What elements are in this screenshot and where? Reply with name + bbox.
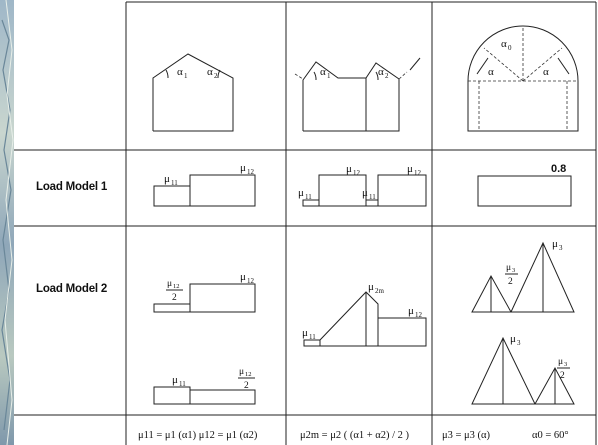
svg-text:2: 2 — [560, 371, 565, 381]
svg-text:11: 11 — [309, 333, 316, 341]
svg-text:2: 2 — [508, 277, 513, 287]
svg-text:1: 1 — [184, 72, 188, 80]
alpha0-label: α — [501, 38, 507, 50]
alpha1-label: α — [177, 66, 183, 78]
svg-text:12: 12 — [353, 169, 361, 177]
svg-text:μ: μ — [558, 357, 563, 367]
svg-text:μ: μ — [346, 163, 352, 175]
svg-text:μ: μ — [408, 305, 414, 317]
svg-text:α: α — [320, 66, 326, 78]
lm2-col3-bottom-load: μ 3 μ 3 2 — [471, 333, 575, 405]
formula-col1: μ11 = μ1 (α1) μ12 = μ1 (α2) — [138, 430, 258, 441]
svg-text:μ: μ — [362, 187, 368, 199]
lm1-col1-load: μ 11 μ 12 — [153, 162, 256, 207]
svg-text:μ: μ — [164, 173, 170, 185]
svg-text:μ: μ — [552, 238, 558, 250]
lm2-col2-load: μ 11 μ 2m μ 12 — [302, 281, 427, 347]
svg-text:2: 2 — [385, 72, 389, 80]
svg-text:0: 0 — [508, 44, 512, 52]
lm1-col3-load: 0.8 — [477, 163, 572, 207]
svg-text:3: 3 — [512, 267, 515, 274]
svg-text:μ: μ — [407, 163, 413, 175]
lm2-col3-top-load: μ 3 2 μ 3 — [471, 238, 575, 313]
svg-text:μ: μ — [240, 271, 246, 283]
svg-text:2: 2 — [172, 293, 177, 303]
lm1-col2-load: μ 11 μ 12 μ 11 μ 12 — [298, 163, 427, 207]
svg-text:12: 12 — [414, 169, 422, 177]
svg-text:α: α — [378, 66, 384, 78]
svg-text:11: 11 — [369, 193, 376, 201]
svg-text:μ: μ — [298, 187, 304, 199]
alpha2-label: α — [207, 66, 213, 78]
svg-text:12: 12 — [415, 311, 423, 319]
duopitch-roof-diagram: α 1 α 2 — [152, 53, 234, 132]
svg-text:μ: μ — [167, 279, 172, 289]
svg-text:11: 11 — [179, 380, 186, 388]
svg-text:12: 12 — [247, 168, 255, 176]
svg-text:μ: μ — [239, 367, 244, 377]
svg-text:α: α — [488, 66, 494, 78]
formula-col3-alpha: α0 = 60° — [532, 430, 569, 441]
cylindrical-roof-diagram: α 0 α α — [467, 25, 579, 132]
svg-text:μ: μ — [510, 333, 516, 345]
svg-text:2: 2 — [244, 381, 249, 391]
svg-text:2: 2 — [214, 72, 218, 80]
row-label-load-model-1: Load Model 1 — [36, 181, 108, 193]
svg-text:11: 11 — [305, 193, 312, 201]
lm2-col1-bottom-load: μ 11 μ 12 2 — [153, 367, 256, 405]
formula-col3-mu: μ3 = μ3 (α) — [442, 430, 491, 441]
svg-text:μ: μ — [240, 162, 246, 174]
svg-text:μ: μ — [506, 263, 511, 273]
svg-text:12: 12 — [245, 371, 252, 378]
map-strip-decoration — [0, 0, 14, 445]
svg-text:μ: μ — [302, 327, 308, 339]
uniform-load-value: 0.8 — [551, 163, 566, 175]
svg-text:3: 3 — [559, 244, 563, 252]
svg-text:3: 3 — [564, 361, 567, 368]
svg-text:3: 3 — [517, 339, 521, 347]
svg-text:12: 12 — [173, 283, 180, 290]
lm2-col1-top-load: μ 12 2 μ 12 — [153, 271, 256, 313]
row-label-load-model-2: Load Model 2 — [36, 283, 108, 295]
svg-text:α: α — [543, 66, 549, 78]
svg-text:1: 1 — [327, 72, 331, 80]
svg-text:μ: μ — [172, 374, 178, 386]
svg-text:12: 12 — [247, 277, 255, 285]
multispan-roof-diagram: α 1 α 2 — [294, 57, 421, 132]
svg-text:2m: 2m — [375, 287, 385, 295]
svg-text:μ: μ — [368, 281, 374, 293]
svg-text:11: 11 — [171, 179, 178, 187]
formula-col2: μ2m = μ2 ( (α1 + α2) / 2 ) — [300, 430, 410, 441]
